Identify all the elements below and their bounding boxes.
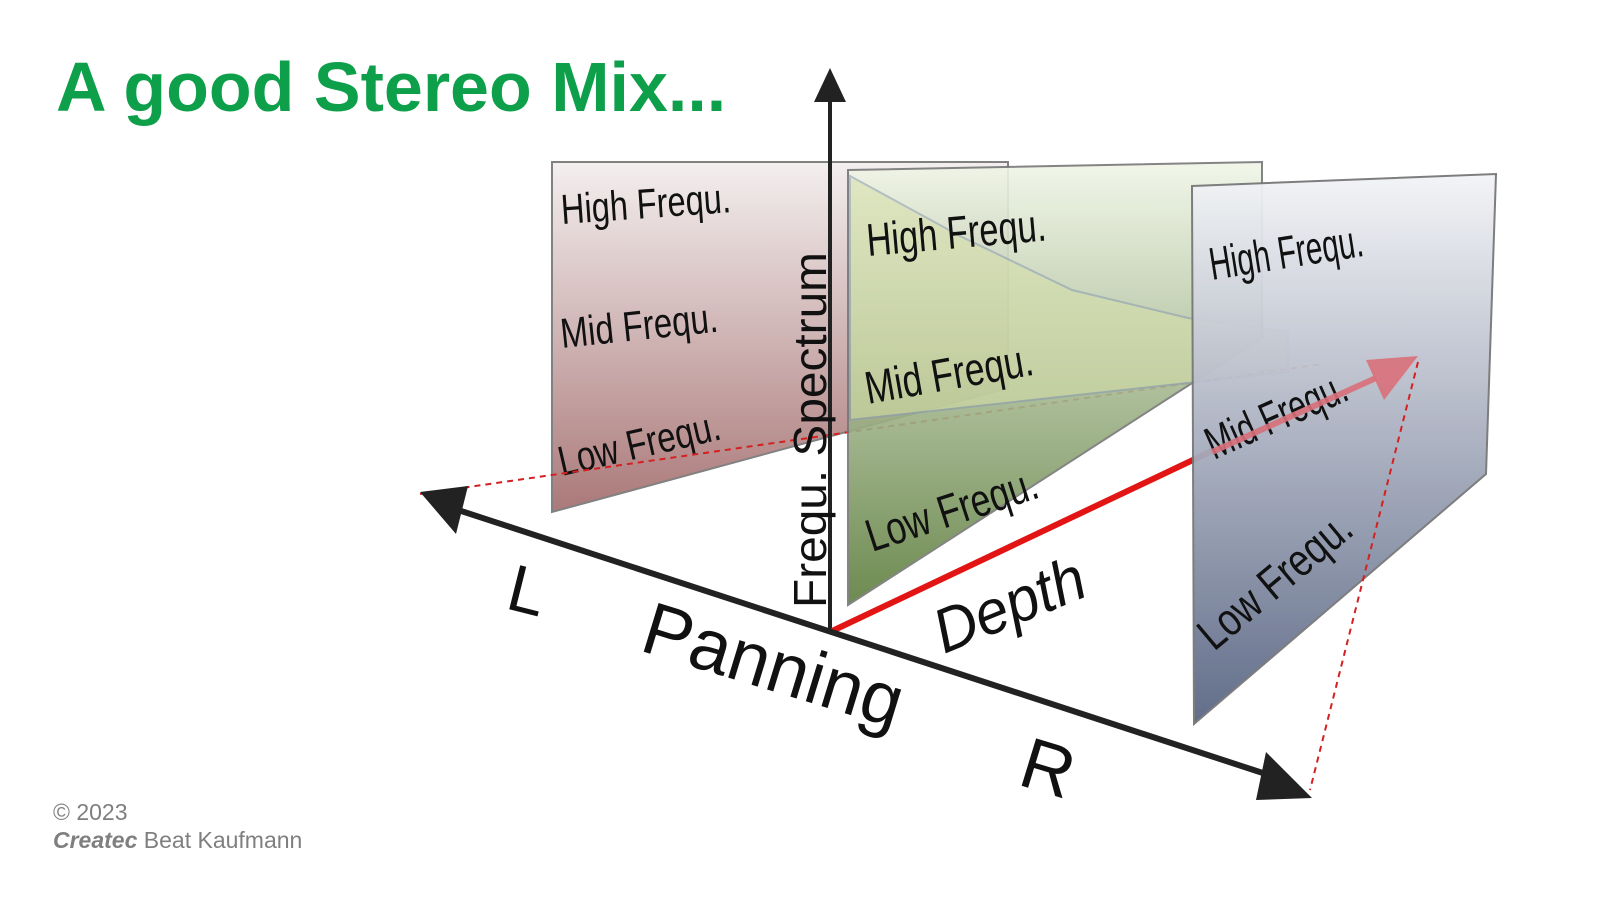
- panning-axis-left-arrowhead: [420, 486, 468, 534]
- author-name: Beat Kaufmann: [137, 827, 303, 853]
- depth-label: Depth: [923, 544, 1095, 667]
- panning-axis-right-arrowhead: [1256, 752, 1312, 800]
- credit-line: Createc Beat Kaufmann: [53, 826, 302, 854]
- left-channel-label: L: [501, 550, 555, 631]
- plane-middle: High Frequ. Mid Frequ. Low Frequ.: [847, 160, 1289, 607]
- depth-line: [828, 447, 1216, 635]
- dashed-guide-right: [1309, 361, 1419, 791]
- vertical-axis-label: Frequ. Spectrum: [784, 252, 836, 608]
- depth-arrowhead: [1366, 356, 1418, 400]
- right-channel-label: R: [1011, 723, 1084, 815]
- vertical-axis-arrowhead: [814, 68, 846, 102]
- depth-arrow-shaft: [1210, 375, 1378, 455]
- plane-front: High Frequ. Mid Frequ. Low Frequ.: [1187, 172, 1498, 727]
- copyright-text: © 2023: [53, 799, 128, 825]
- brand-name: Createc: [53, 827, 138, 853]
- page-title: A good Stereo Mix...: [56, 48, 727, 126]
- panning-axis: [451, 505, 1273, 779]
- footer: © 2023 Createc Beat Kaufmann: [53, 798, 302, 854]
- plane-front-surface: [1190, 172, 1498, 727]
